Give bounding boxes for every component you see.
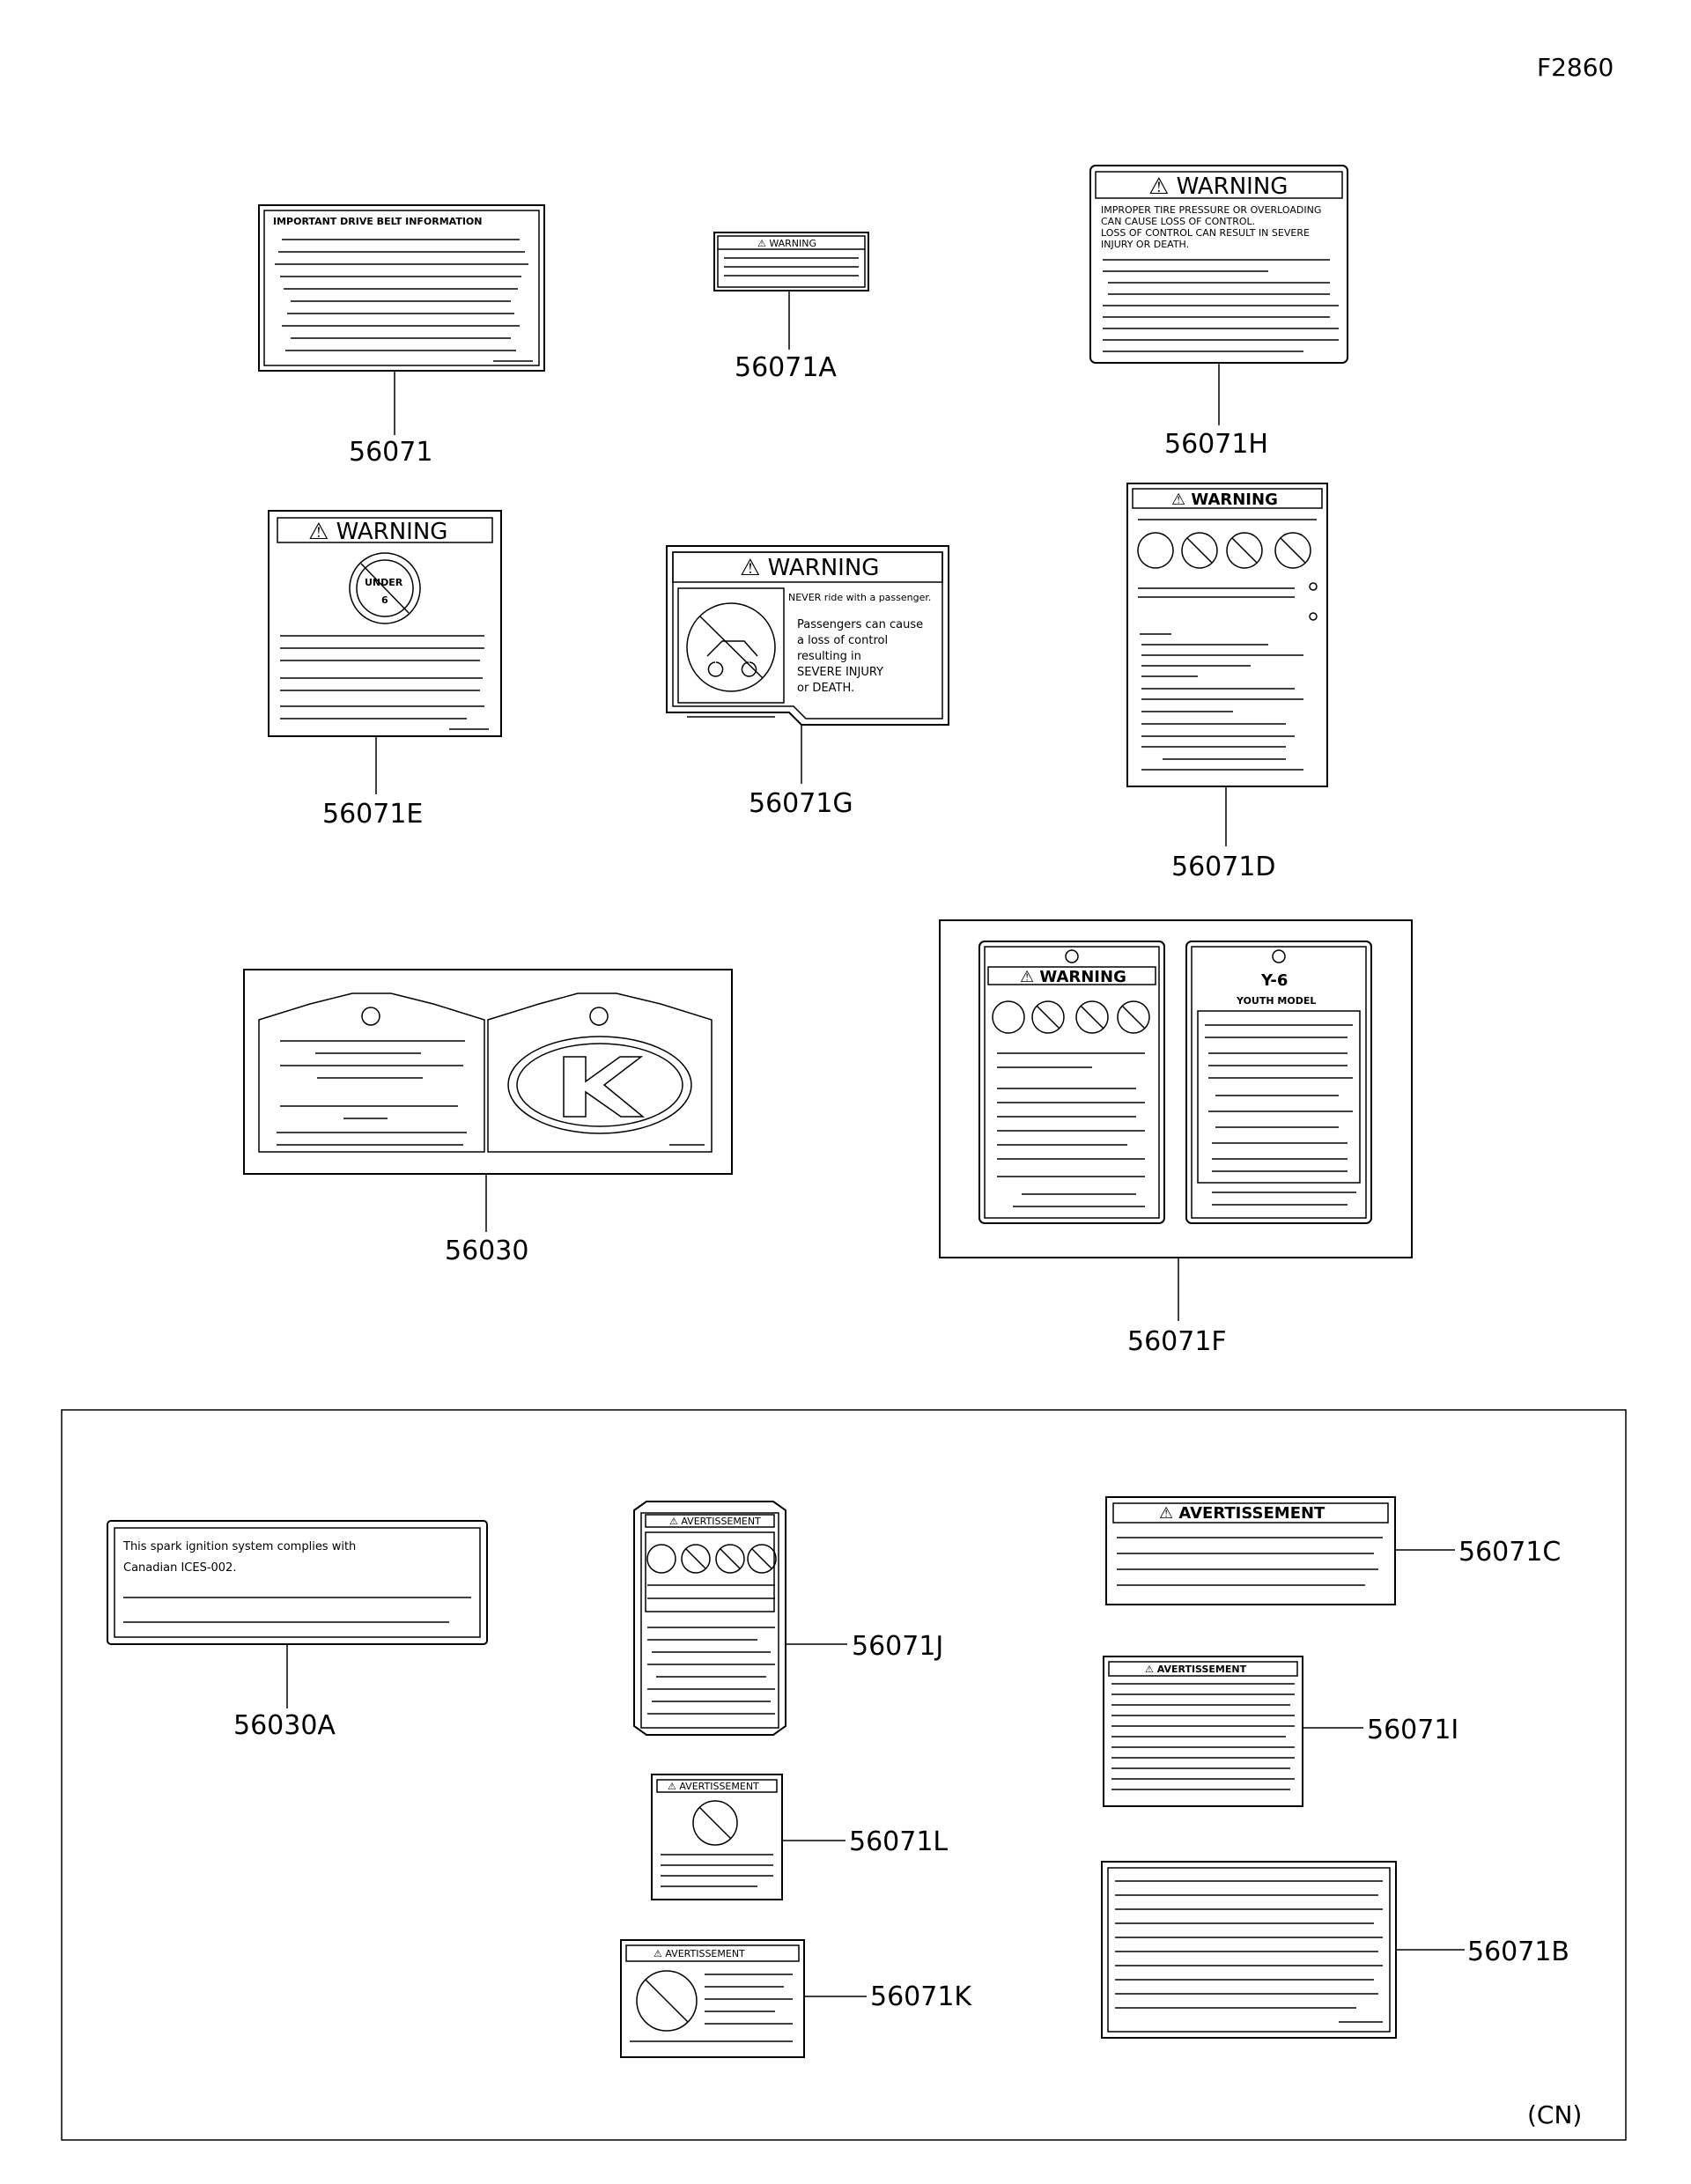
region-code: (CN)	[1527, 2100, 1582, 2129]
warning-title-56071H: ⚠ WARNING	[1148, 173, 1288, 200]
svg-text:⚠ AVERTISSEMENT: ⚠ AVERTISSEMENT	[668, 1781, 759, 1792]
svg-text:⚠ AVERTISSEMENT: ⚠ AVERTISSEMENT	[1145, 1664, 1247, 1675]
part-number-56071G: 56071G	[749, 788, 853, 819]
svg-text:This spark ignition system com: This spark ignition system complies with	[122, 1540, 356, 1553]
part-number-56071C: 56071C	[1458, 1537, 1561, 1568]
part-number-56071K: 56071K	[870, 1981, 972, 2012]
part-number-56071D: 56071D	[1171, 852, 1276, 882]
label-56071J[interactable]: ⚠ AVERTISSEMENT	[633, 1501, 786, 1736]
kymco-logo-oval	[507, 1036, 692, 1134]
label-56071G[interactable]: ⚠ WARNING NEVER ride with a passenger. P…	[666, 545, 949, 726]
svg-text:NEVER ride with a passenger.: NEVER ride with a passenger.	[788, 592, 931, 603]
svg-text:Canadian ICES-002.: Canadian ICES-002.	[123, 1561, 236, 1575]
part-number-56030A: 56030A	[233, 1710, 336, 1741]
svg-text:6: 6	[381, 594, 388, 606]
svg-text:UNDER: UNDER	[365, 577, 403, 588]
label-56071H[interactable]: ⚠ WARNING IMPROPER TIRE PRESSURE OR OVER…	[1089, 165, 1348, 364]
part-number-56071F: 56071F	[1127, 1326, 1227, 1357]
part-number-56071: 56071	[349, 437, 432, 468]
label-56071C[interactable]: ⚠ AVERTISSEMENT	[1105, 1496, 1396, 1605]
svg-text:⚠ AVERTISSEMENT: ⚠ AVERTISSEMENT	[669, 1516, 761, 1527]
diagram-code: F2860	[1537, 53, 1613, 82]
part-number-56030: 56030	[445, 1236, 528, 1266]
svg-text:IMPROPER TIRE PRESSURE OR OVER: IMPROPER TIRE PRESSURE OR OVERLOADING	[1101, 204, 1321, 216]
svg-text:or DEATH.: or DEATH.	[797, 682, 854, 695]
part-number-56071J: 56071J	[852, 1631, 943, 1662]
label-56071I[interactable]: ⚠ AVERTISSEMENT	[1103, 1656, 1303, 1807]
part-number-56071B: 56071B	[1467, 1937, 1569, 1967]
label-56071B[interactable]	[1101, 1861, 1397, 2039]
svg-text:a loss of control: a loss of control	[797, 634, 888, 647]
svg-text:YOUTH MODEL: YOUTH MODEL	[1236, 995, 1316, 1007]
label-56071K[interactable]: ⚠ AVERTISSEMENT	[620, 1939, 805, 2058]
label-56030[interactable]	[243, 969, 733, 1175]
part-number-56071E: 56071E	[322, 799, 423, 830]
label-56071A[interactable]: ⚠ WARNING	[713, 232, 869, 291]
svg-text:IMPORTANT DRIVE BELT INFORMATI: IMPORTANT DRIVE BELT INFORMATION	[273, 216, 483, 227]
svg-text:⚠ WARNING: ⚠ WARNING	[757, 238, 816, 249]
cn-region-box	[61, 1409, 1627, 2141]
kymco-logo-k	[563, 1056, 646, 1118]
label-56071D[interactable]: ⚠ WARNING	[1126, 483, 1328, 787]
warning-title-56071E: ⚠ WARNING	[308, 519, 447, 545]
part-number-56071H: 56071H	[1164, 429, 1268, 460]
label-56030A[interactable]: This spark ignition system complies with…	[107, 1520, 488, 1645]
label-56071F[interactable]: ⚠ WARNING Y-6 YOUTH MODEL	[939, 919, 1413, 1258]
warning-title-56071D: ⚠ WARNING	[1171, 491, 1278, 509]
svg-text:LOSS OF CONTROL CAN RESULT IN: LOSS OF CONTROL CAN RESULT IN SEVERE	[1101, 227, 1310, 239]
svg-text:⚠ AVERTISSEMENT: ⚠ AVERTISSEMENT	[654, 1948, 745, 1959]
avertissement-title-56071C: ⚠ AVERTISSEMENT	[1159, 1504, 1325, 1523]
svg-text:Passengers can cause: Passengers can cause	[797, 618, 923, 631]
label-56071L[interactable]: ⚠ AVERTISSEMENT	[651, 1774, 783, 1900]
part-number-56071A: 56071A	[735, 352, 837, 383]
svg-text:Y-6: Y-6	[1260, 971, 1288, 990]
part-number-56071L: 56071L	[849, 1826, 948, 1857]
svg-text:INJURY OR DEATH.: INJURY OR DEATH.	[1101, 239, 1189, 250]
part-number-56071I: 56071I	[1367, 1715, 1458, 1745]
svg-text:SEVERE INJURY: SEVERE INJURY	[797, 666, 883, 679]
svg-text:resulting in: resulting in	[797, 650, 861, 663]
warning-title-56071G: ⚠ WARNING	[740, 555, 879, 581]
label-56071[interactable]: IMPORTANT DRIVE BELT INFORMATION	[258, 204, 545, 372]
svg-text:CAN CAUSE LOSS OF CONTROL.: CAN CAUSE LOSS OF CONTROL.	[1101, 216, 1255, 227]
label-56071E[interactable]: ⚠ WARNING UNDER 6	[268, 510, 502, 737]
warning-title-56071F: ⚠ WARNING	[1020, 968, 1126, 986]
